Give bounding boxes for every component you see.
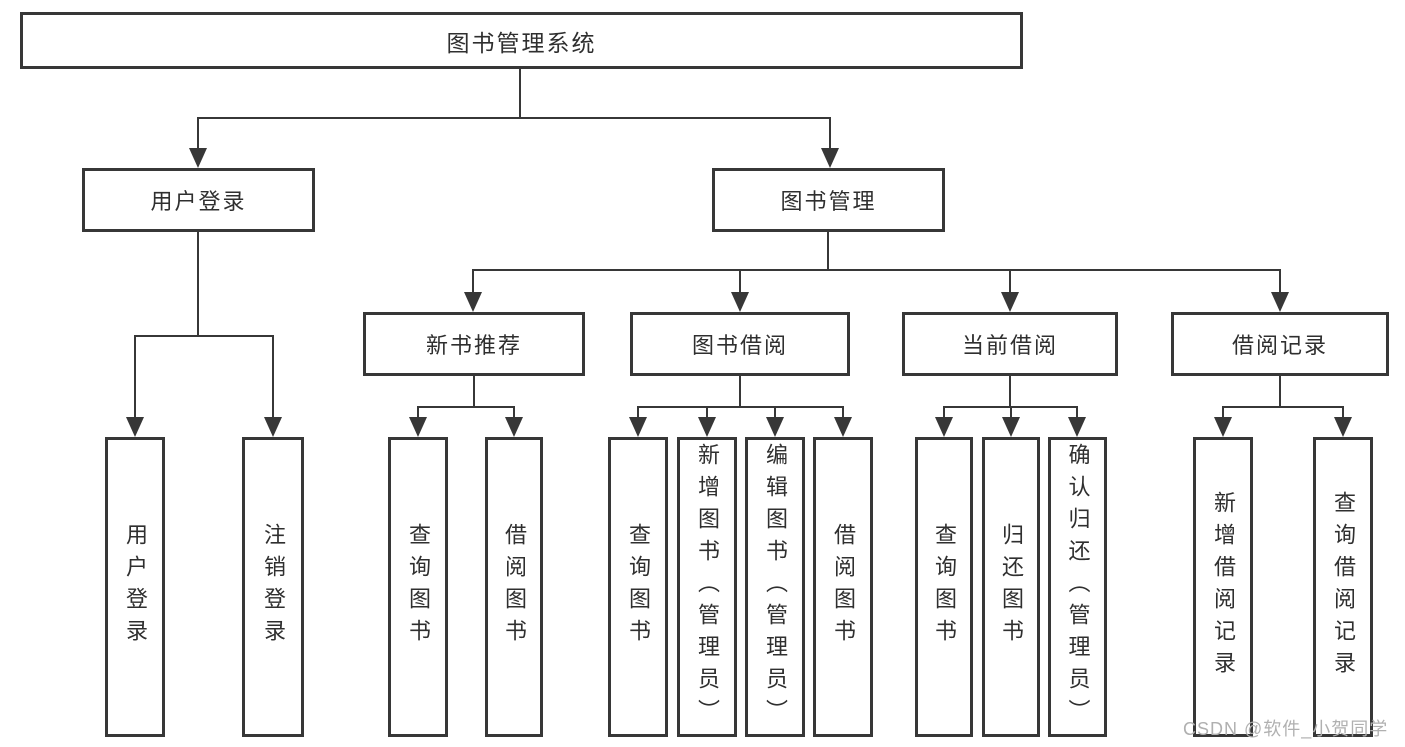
leaf-label: 归还图书 — [999, 523, 1024, 651]
leaf-borrow-query-books: 查询图书 — [608, 437, 668, 737]
arrow-down-icon — [935, 417, 953, 437]
leaf-current-return-books: 归还图书 — [982, 437, 1040, 737]
arrow-down-icon — [731, 292, 749, 312]
connector-line — [513, 406, 515, 422]
connector-line — [1279, 269, 1281, 297]
leaf-label: 查询图书 — [932, 523, 957, 651]
leaf-borrow-borrow-books: 借阅图书 — [813, 437, 873, 737]
connector-line — [1009, 269, 1011, 297]
arrow-down-icon — [464, 292, 482, 312]
connector-line — [1222, 406, 1224, 422]
connector-line — [1009, 375, 1011, 407]
connector-line — [1076, 406, 1078, 422]
arrow-down-icon — [629, 417, 647, 437]
leaf-label: 新增借阅记录 — [1211, 491, 1236, 683]
connector-line — [519, 69, 521, 118]
connector-line — [638, 406, 844, 408]
arrow-down-icon — [505, 417, 523, 437]
leaf-records-add-record: 新增借阅记录 — [1193, 437, 1253, 737]
node-library-management-system: 图书管理系统 — [20, 12, 1023, 69]
connector-line — [943, 406, 945, 422]
leaf-label: 查询借阅记录 — [1331, 491, 1356, 683]
leaf-borrow-edit-books-admin: 编辑图书（管理员） — [745, 437, 805, 737]
leaf-user-login: 用户登录 — [105, 437, 165, 737]
connector-line — [739, 376, 741, 407]
leaf-label: 注销登录 — [261, 523, 286, 651]
arrow-down-icon — [126, 417, 144, 437]
connector-line — [706, 406, 708, 422]
leaf-recommend-borrow-books: 借阅图书 — [485, 437, 543, 737]
node-current-borrowing: 当前借阅 — [902, 312, 1118, 376]
connector-line — [1342, 406, 1344, 422]
node-label: 图书管理 — [780, 189, 877, 214]
leaf-label: 查询图书 — [626, 523, 651, 651]
node-label: 用户登录 — [150, 189, 247, 214]
connector-line — [637, 406, 639, 422]
connector-line — [473, 376, 475, 407]
connector-line — [418, 406, 515, 408]
node-label: 图书借阅 — [691, 333, 788, 358]
leaf-label: 用户登录 — [123, 523, 148, 651]
node-book-management: 图书管理 — [712, 168, 945, 232]
arrow-down-icon — [1334, 417, 1352, 437]
node-book-borrowing: 图书借阅 — [630, 312, 850, 376]
connector-line — [842, 406, 844, 422]
leaf-current-query-books: 查询图书 — [915, 437, 973, 737]
connector-line — [472, 269, 474, 297]
leaf-logout: 注销登录 — [242, 437, 304, 737]
connector-line — [134, 335, 136, 423]
leaf-label: 借阅图书 — [831, 523, 856, 651]
connector-line — [829, 117, 831, 153]
node-user-login: 用户登录 — [82, 168, 315, 232]
node-label: 当前借阅 — [961, 333, 1058, 358]
leaf-current-confirm-return-admin: 确认归还（管理员） — [1048, 437, 1107, 737]
connector-line — [197, 117, 199, 153]
arrow-down-icon — [189, 148, 207, 168]
connector-line — [827, 232, 829, 270]
leaf-recommend-query-books: 查询图书 — [388, 437, 448, 737]
arrow-down-icon — [264, 417, 282, 437]
arrow-down-icon — [1001, 292, 1019, 312]
connector-line — [739, 269, 741, 297]
connector-line — [1010, 406, 1012, 422]
node-label: 图书管理系统 — [446, 29, 597, 56]
node-borrowing-records: 借阅记录 — [1171, 312, 1389, 376]
leaf-label: 借阅图书 — [502, 523, 527, 651]
arrow-down-icon — [834, 417, 852, 437]
leaf-records-query-record: 查询借阅记录 — [1313, 437, 1373, 737]
arrow-down-icon — [698, 417, 716, 437]
csdn-watermark: CSDN @软件_小贺同学 — [1183, 719, 1389, 739]
arrow-down-icon — [1214, 417, 1232, 437]
arrow-down-icon — [766, 417, 784, 437]
arrow-down-icon — [1068, 417, 1086, 437]
connector-line — [134, 335, 274, 337]
arrow-down-icon — [1271, 292, 1289, 312]
connector-line — [1223, 406, 1344, 408]
arrow-down-icon — [1002, 417, 1020, 437]
connector-line — [472, 269, 1281, 271]
leaf-label: 编辑图书（管理员） — [763, 443, 788, 731]
connector-line — [272, 335, 274, 423]
connector-line — [197, 232, 199, 336]
leaf-label: 新增图书（管理员） — [695, 443, 720, 731]
node-label: 借阅记录 — [1231, 333, 1328, 358]
leaf-label: 查询图书 — [406, 523, 431, 651]
arrow-down-icon — [821, 148, 839, 168]
connector-line — [198, 117, 831, 119]
connector-line — [1279, 376, 1281, 407]
connector-line — [774, 406, 776, 422]
leaf-label: 确认归还（管理员） — [1065, 443, 1091, 731]
leaf-borrow-add-books-admin: 新增图书（管理员） — [677, 437, 737, 737]
connector-line — [417, 406, 419, 422]
node-new-book-recommendation: 新书推荐 — [363, 312, 585, 376]
node-label: 新书推荐 — [425, 333, 522, 358]
arrow-down-icon — [409, 417, 427, 437]
